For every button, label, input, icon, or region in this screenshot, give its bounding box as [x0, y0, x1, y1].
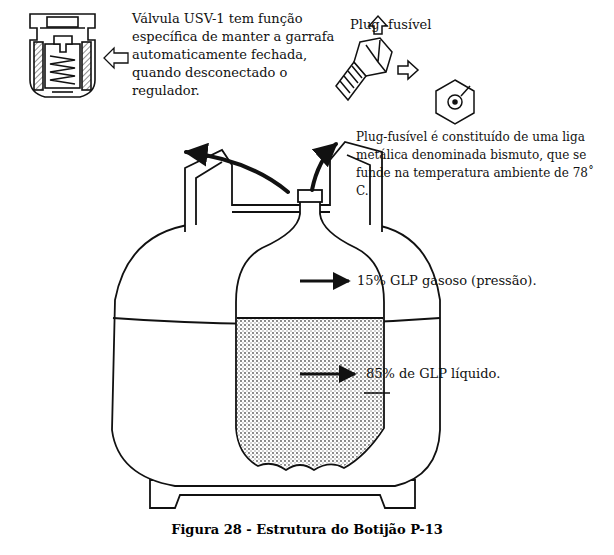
annotation-text: Válvula USV-1 tem função específica de m…	[132, 10, 340, 100]
annotation-text: 85% de GLP líquido.	[366, 365, 500, 383]
figure-caption: Figura 28 - Estrutura do Botijão P-13	[0, 522, 614, 537]
annotation-text: Plug-fusível é constituído de uma liga m…	[356, 128, 594, 200]
annotation-text: 15% GLP gasoso (pressão).	[357, 272, 537, 290]
annotation-text: Plug -fusível	[350, 16, 431, 34]
